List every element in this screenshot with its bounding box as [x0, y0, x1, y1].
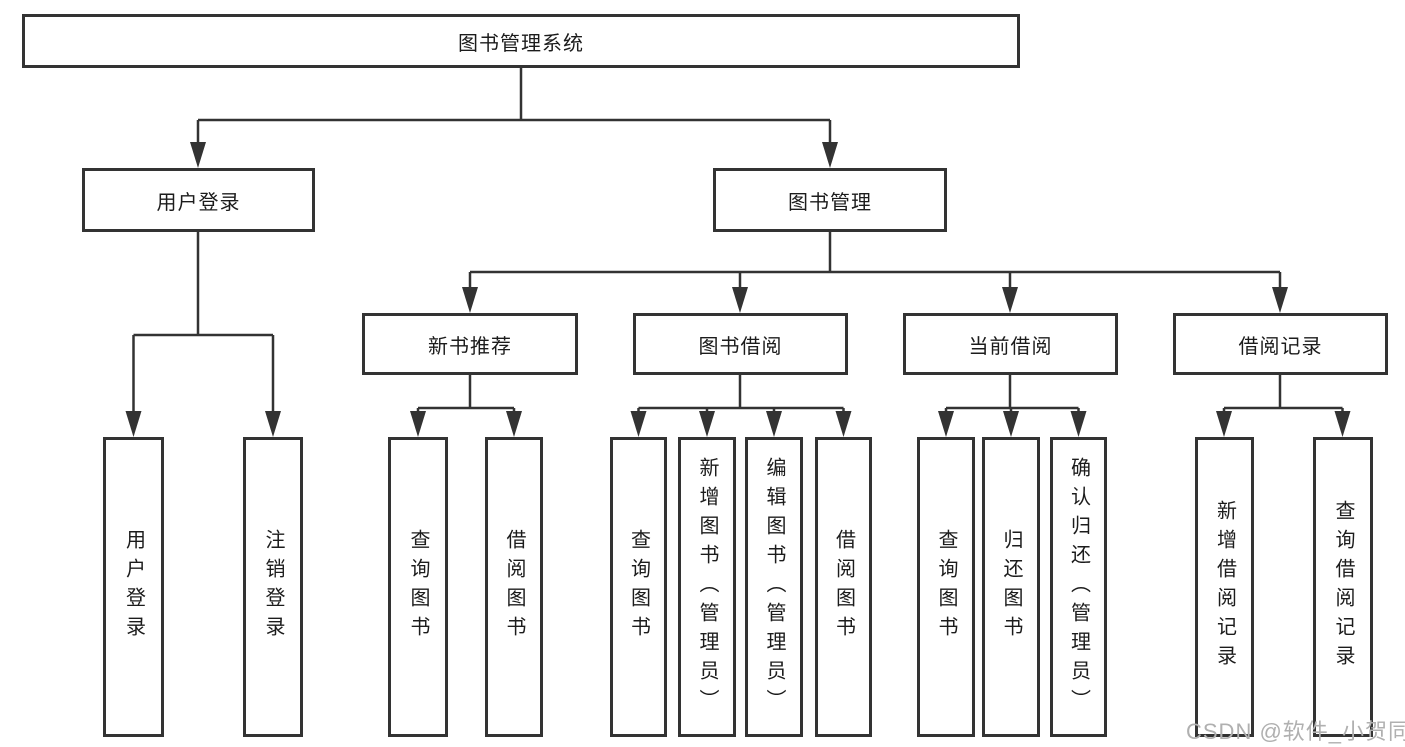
- leaf-recommend-borrow-books-label: 借阅图书: [503, 529, 525, 645]
- node-new-book-recommend: 新书推荐: [362, 313, 578, 375]
- node-borrow-records: 借阅记录: [1173, 313, 1388, 375]
- node-user-login: 用户登录: [82, 168, 315, 232]
- node-user-login-label: 用户登录: [156, 191, 241, 214]
- node-new-book-recommend-label: 新书推荐: [428, 335, 512, 358]
- leaf-current-query-books: 查询图书: [917, 437, 975, 737]
- leaf-borrow-query-books-label: 查询图书: [627, 529, 650, 645]
- node-book-borrow: 图书借阅: [633, 313, 848, 375]
- leaf-current-query-books-label: 查询图书: [935, 529, 957, 645]
- node-book-borrow-label: 图书借阅: [698, 335, 783, 358]
- leaf-user-login: 用户登录: [103, 437, 164, 737]
- leaf-recommend-query-books-label: 查询图书: [407, 529, 429, 645]
- arrowhead-icons: [125, 142, 1351, 437]
- leaf-recommend-borrow-books: 借阅图书: [485, 437, 543, 737]
- node-root-system: 图书管理系统: [22, 14, 1020, 68]
- leaf-user-login-label: 用户登录: [122, 529, 145, 645]
- leaf-confirm-return-admin-label: 确认归还（管理员）: [1067, 456, 1090, 718]
- node-current-borrow-label: 当前借阅: [968, 335, 1053, 358]
- node-borrow-records-label: 借阅记录: [1238, 335, 1323, 358]
- node-book-management-label: 图书管理: [788, 191, 872, 214]
- leaf-query-borrow-record-label: 查询借阅记录: [1332, 500, 1354, 674]
- node-current-borrow: 当前借阅: [903, 313, 1118, 375]
- leaf-add-borrow-record: 新增借阅记录: [1195, 437, 1254, 737]
- node-book-management: 图书管理: [713, 168, 947, 232]
- leaf-recommend-query-books: 查询图书: [388, 437, 448, 737]
- leaf-query-borrow-record: 查询借阅记录: [1313, 437, 1373, 737]
- leaf-add-borrow-record-label: 新增借阅记录: [1213, 500, 1236, 674]
- leaf-logout: 注销登录: [243, 437, 303, 737]
- leaf-borrow-query-books: 查询图书: [610, 437, 667, 737]
- leaf-borrow-books: 借阅图书: [815, 437, 872, 737]
- leaf-add-books-admin-label: 新增图书（管理员）: [696, 456, 718, 718]
- leaf-add-books-admin: 新增图书（管理员）: [678, 437, 736, 737]
- watermark: CSDN @软件_小贺同学: [1186, 719, 1405, 744]
- leaf-borrow-books-label: 借阅图书: [832, 529, 855, 645]
- leaf-return-books: 归还图书: [982, 437, 1040, 737]
- leaf-edit-books-admin: 编辑图书（管理员）: [745, 437, 803, 737]
- leaf-return-books-label: 归还图书: [1000, 529, 1022, 645]
- node-root-system-label: 图书管理系统: [458, 32, 584, 55]
- leaf-logout-label: 注销登录: [262, 529, 284, 645]
- leaf-edit-books-admin-label: 编辑图书（管理员）: [763, 456, 785, 718]
- leaf-confirm-return-admin: 确认归还（管理员）: [1050, 437, 1107, 737]
